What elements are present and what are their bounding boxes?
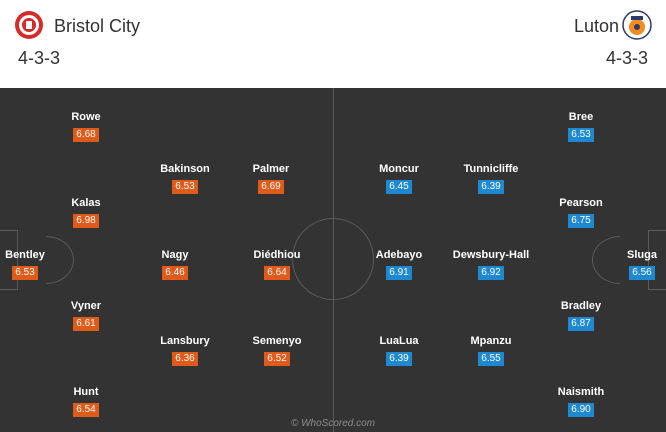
player-name: Naismith [557,386,605,398]
watermark: © WhoScored.com [290,418,376,429]
home-team-name[interactable]: Bristol City [54,16,141,36]
player-name: Mpanzu [470,335,512,347]
player-name: Moncur [379,163,419,175]
player-away-tunnicliffe[interactable]: Tunnicliffe 6.39 [444,163,538,194]
player-away-naismith[interactable]: Naismith 6.90 [546,386,616,417]
centre-circle [292,218,374,300]
player-rating: 6.75 [568,214,594,228]
player-name: Hunt [73,386,99,398]
player-rating: 6.90 [568,403,594,417]
player-home-palmer[interactable]: Palmer 6.69 [244,163,298,194]
player-rating: 6.69 [258,180,284,194]
player-home-bakinson[interactable]: Bakinson 6.53 [152,163,218,194]
player-home-hunt[interactable]: Hunt 6.54 [62,386,110,417]
player-rating: 6.45 [386,180,412,194]
player-rating: 6.92 [478,266,504,280]
player-rating: 6.64 [264,266,290,280]
player-name: Adebayo [375,249,423,261]
player-name: Tunnicliffe [463,163,519,175]
player-rating: 6.54 [73,403,99,417]
player-name: Sluga [627,249,657,261]
player-rating: 6.36 [172,352,198,366]
player-away-sluga[interactable]: Sluga 6.56 [620,249,664,280]
player-home-lansbury[interactable]: Lansbury 6.36 [152,335,218,366]
player-name: Bentley [5,249,45,261]
player-name: Bree [568,111,594,123]
player-away-moncur[interactable]: Moncur 6.45 [362,163,436,194]
player-rating: 6.53 [12,266,38,280]
player-rating: 6.61 [73,317,99,331]
player-home-kalas[interactable]: Kalas 6.98 [62,197,110,228]
player-away-mpanzu[interactable]: Mpanzu 6.55 [454,335,528,366]
player-home-vyner[interactable]: Vyner 6.61 [62,300,110,331]
player-name: Vyner [70,300,102,312]
away-formation: 4-3-3 [605,48,648,68]
player-name: Dewsbury-Hall [452,249,530,261]
player-name: Bakinson [160,163,210,175]
player-home-semenyo[interactable]: Semenyo 6.52 [244,335,310,366]
player-rating: 6.91 [386,266,412,280]
right-box [648,230,666,290]
player-away-adebayo[interactable]: Adebayo 6.91 [362,249,436,280]
player-rating: 6.39 [386,352,412,366]
player-home-bentley[interactable]: Bentley 6.53 [4,249,46,280]
player-rating: 6.98 [73,214,99,228]
player-home-rowe[interactable]: Rowe 6.68 [62,111,110,142]
player-away-bradley[interactable]: Bradley 6.87 [546,300,616,331]
left-box [0,230,18,290]
player-rating: 6.39 [478,180,504,194]
home-formation: 4-3-3 [18,48,61,68]
pitch: Bentley 6.53 Rowe 6.68 Kalas 6.98 Vyner … [0,88,666,432]
player-rating: 6.68 [73,128,99,142]
away-team-name[interactable]: Luton [573,16,619,36]
player-name: Kalas [71,197,101,209]
player-home-diedhiou[interactable]: Diédhiou 6.64 [244,249,310,280]
player-rating: 6.55 [478,352,504,366]
match-header: Bristol City 4-3-3 Luton 4-3-3 [0,0,666,88]
player-name: Palmer [252,163,290,175]
bristol-city-crest-icon [15,11,43,39]
player-name: Nagy [161,249,189,261]
player-name: Pearson [559,197,603,209]
player-name: LuaLua [379,335,419,347]
player-away-pearson[interactable]: Pearson 6.75 [546,197,616,228]
player-rating: 6.52 [264,352,290,366]
player-rating: 6.53 [568,128,594,142]
player-away-bree[interactable]: Bree 6.53 [546,111,616,142]
player-rating: 6.53 [172,180,198,194]
luton-town-crest-icon [622,10,652,40]
player-home-nagy[interactable]: Nagy 6.46 [152,249,198,280]
player-name: Lansbury [160,335,210,347]
player-away-dewsbury-hall[interactable]: Dewsbury-Hall 6.92 [426,249,556,280]
player-name: Semenyo [252,335,302,347]
player-rating: 6.87 [568,317,594,331]
player-rating: 6.56 [629,266,655,280]
player-name: Rowe [71,111,101,123]
player-name: Bradley [560,300,602,312]
player-rating: 6.46 [162,266,188,280]
player-away-lualua[interactable]: LuaLua 6.39 [362,335,436,366]
player-name: Diédhiou [253,249,301,261]
